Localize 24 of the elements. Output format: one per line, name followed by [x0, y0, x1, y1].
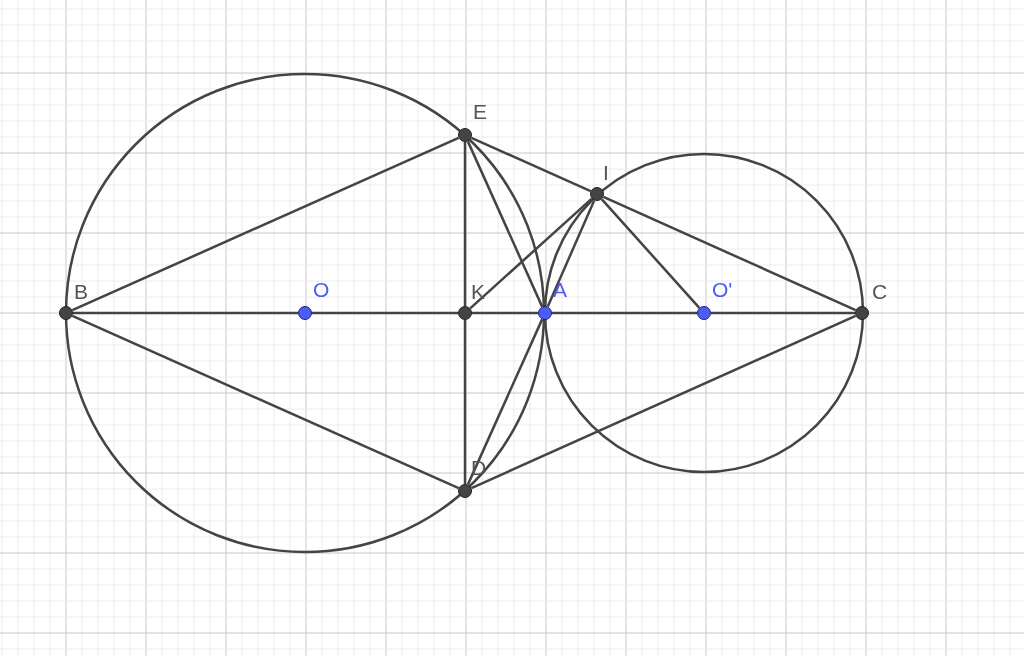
line-segment: [71, 314, 460, 490]
line-segment: [469, 197, 593, 310]
line-segment: [463, 142, 467, 306]
point-label: O: [313, 279, 330, 301]
line-segment: [466, 140, 544, 308]
line-segment: [552, 311, 697, 315]
point-label: E: [473, 101, 487, 123]
point-label: I: [603, 162, 609, 184]
line-segment: [711, 311, 855, 315]
line-segment: [73, 311, 298, 315]
line-segment: [470, 136, 592, 193]
line-segment: [472, 311, 538, 315]
line-segment: [312, 311, 458, 315]
point-label: B: [74, 281, 88, 303]
line-segment: [602, 195, 857, 312]
point-label: K: [471, 281, 485, 303]
line-segment: [71, 136, 460, 312]
point-label: O': [712, 279, 733, 301]
line-segment: [546, 199, 596, 308]
point-label: C: [872, 281, 888, 303]
line-segment: [470, 314, 857, 490]
line-segment: [600, 198, 701, 309]
line-segment: [463, 320, 467, 484]
line-segment: [466, 318, 544, 486]
